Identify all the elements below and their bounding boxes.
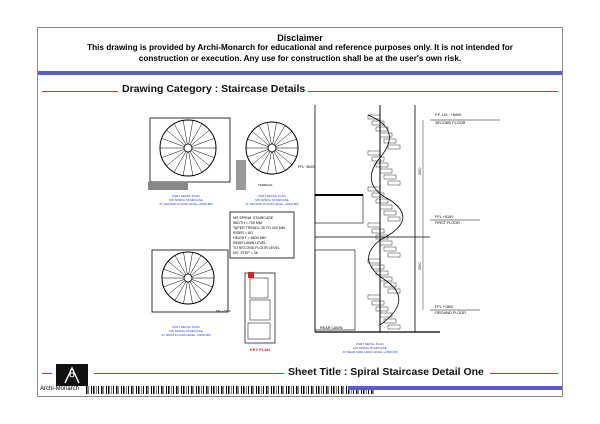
spec-line-4: RISER = 6G [233, 231, 253, 235]
plan2-caption-2: MS SPIRAL STAIRCASE [255, 198, 289, 202]
plan1-caption-2: MS SPIRAL STAIRCASE [169, 198, 203, 202]
ffl-terrace-label: FFL +8400 [298, 165, 315, 169]
category-line-right [308, 91, 558, 92]
staircase-section: F.F. LVL. +8400 SECOND FLOOR FFL +5100 F… [314, 105, 500, 354]
spec-line-7: TO SECOND FLOOR LEVEL [233, 246, 280, 250]
second-floor-label: SECOND FLOOR [435, 121, 466, 125]
plan3-caption-3: AT FIRST FLOOR LEVEL +5100 MM [161, 333, 211, 337]
dimension-lower: 3300 [418, 262, 422, 270]
spec-line-5: HEIGHT = 6600 MM [233, 236, 266, 240]
spec-line-6: REAR LAWN LEVEL [233, 241, 266, 245]
plan-second-floor-2: FFL +8400 TERRACE PART DETAIL PLAN MS SP… [236, 121, 315, 206]
elev-caption-2: MS SPIRAL STAIRCASE [353, 346, 387, 350]
plan2-caption-1: PART DETAIL PLAN [258, 194, 285, 198]
spec-box: MS SPIRAL STAIRCASE WIDTH = 700 MM TAPER… [229, 211, 295, 259]
plan3-caption-2: MS SPIRAL STAIRCASE [169, 329, 203, 333]
disclaimer-block: Disclaimer This drawing is provided by A… [38, 28, 562, 72]
dimension-upper: 3300 [418, 167, 422, 175]
elev-caption-1: PART DETAIL PLAN [356, 342, 383, 346]
bottom-divider-bar [348, 386, 562, 390]
plan1-caption-3: AT SECOND FLOOR LEVEL +8400 MM [159, 202, 213, 206]
title-line-right [490, 373, 558, 374]
plan-second-floor-1: PART DETAIL PLAN MS SPIRAL STAIRCASE AT … [148, 117, 231, 206]
elev-caption-3: AT REAR SIDE LAWN LEVEL +1500 MM [342, 350, 398, 354]
title-line-mid [94, 373, 284, 374]
archi-monarch-logo-icon [56, 364, 88, 386]
spec-line-1: MS SPIRAL STAIRCASE [233, 216, 274, 220]
terrace-label: TERRACE [258, 183, 272, 187]
plan2-caption-3: AT SECOND FLOOR LEVEL +8400 MM [245, 202, 299, 206]
spec-line-8: NO. STEP = 36 [233, 251, 258, 255]
disclaimer-title: Disclaimer [277, 33, 323, 43]
disclaimer-line-1: This drawing is provided by Archi-Monarc… [87, 43, 513, 52]
ffl-mid-label: FFL +5100 [435, 215, 453, 219]
drawing-category: Drawing Category : Staircase Details [122, 83, 306, 95]
category-row: Drawing Category : Staircase Details [38, 83, 562, 99]
title-line-left [42, 373, 52, 374]
spec-line-3: TAPER TREAD= 30 TO 300 MM [233, 226, 285, 230]
top-divider-bar [38, 71, 562, 75]
ffl-low-label: FFL +1500 [435, 305, 453, 309]
ffl-first-label: FFL +5100 [216, 309, 231, 313]
sheet-title: Sheet Title : Spiral Staircase Detail On… [288, 366, 484, 378]
ffl-top-label: F.F. LVL. +8400 [435, 113, 461, 117]
sheet-title-row: Sheet Title : Spiral Staircase Detail On… [38, 366, 562, 380]
plan1-caption-1: PART DETAIL PLAN [172, 194, 199, 198]
key-plan: KEY PLAN [244, 272, 276, 352]
staircase-drawing: PART DETAIL PLAN MS SPIRAL STAIRCASE AT … [148, 105, 500, 354]
category-line-left [42, 91, 118, 92]
first-floor-label: FIRST FLOOR [435, 221, 460, 225]
drawing-sheet: Disclaimer This drawing is provided by A… [37, 27, 563, 397]
barcode-strip [86, 386, 374, 394]
plan-first-floor: FFL +5100 PART DETAIL PLAN MS SPIRAL STA… [151, 249, 231, 337]
plan3-caption-1: PART DETAIL PLAN [172, 325, 199, 329]
ground-floor-label: GROUND FLOOR [435, 311, 466, 315]
disclaimer-line-2: construction or execution. Any use for c… [138, 53, 462, 63]
rear-lawn-label: REAR LAWN [320, 326, 343, 330]
brand-name: Archi-Monarch [40, 386, 80, 392]
key-plan-label: KEY PLAN [250, 347, 270, 352]
spec-line-2: WIDTH = 700 MM [233, 221, 262, 225]
